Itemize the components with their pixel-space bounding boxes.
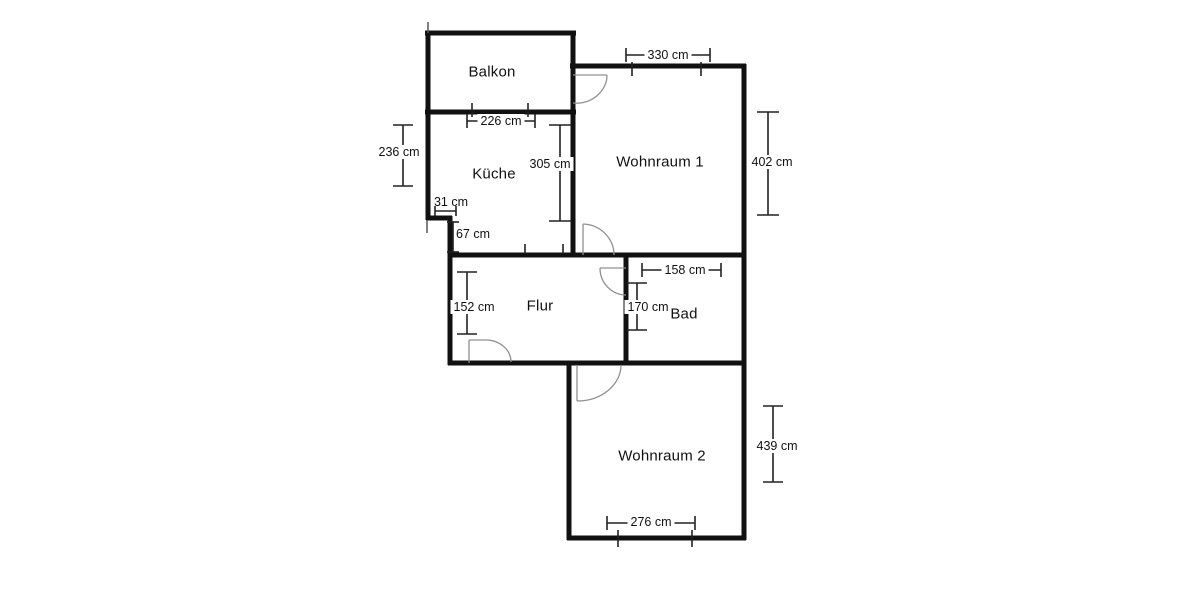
dim-line-305: [549, 124, 571, 222]
dim-label-226: 226 cm: [477, 114, 525, 128]
dim-label-31: 31 cm: [433, 195, 469, 209]
door-entrance-flur: [468, 339, 512, 363]
dim-label-305: 305 cm: [526, 157, 574, 171]
dim-label-276: 276 cm: [627, 515, 675, 529]
dim-label-158: 158 cm: [661, 263, 709, 277]
dim-label-170: 170 cm: [624, 300, 672, 314]
dim-label-330: 330 cm: [644, 48, 692, 62]
door-balkon-wohnraum1: [572, 74, 608, 104]
witness-ticks-flur-top: [524, 244, 564, 254]
door-wohnraum2: [576, 364, 622, 402]
door-wohnraum1: [582, 223, 615, 256]
door-swings-layer: [468, 74, 627, 402]
dim-label-67: 67 cm: [455, 227, 491, 241]
dim-line-67: [447, 221, 459, 253]
room-label-balkon: Balkon: [468, 63, 516, 81]
dim-label-152: 152 cm: [450, 300, 498, 314]
room-label-bad: Bad: [670, 305, 698, 323]
dim-label-402: 402 cm: [748, 155, 796, 169]
wall-overshoots: [426, 22, 429, 233]
room-label-flur: Flur: [526, 297, 554, 315]
door-bad: [599, 267, 627, 296]
dim-line-31: [434, 206, 457, 216]
walls-layer: [425, 30, 747, 541]
room-label-wohnraum-1: Wohnraum 1: [616, 153, 704, 171]
room-label-wohnraum-2: Wohnraum 2: [618, 447, 706, 465]
room-label-kueche: Küche: [472, 165, 516, 183]
dim-label-236: 236 cm: [375, 145, 423, 159]
dim-label-439: 439 cm: [753, 439, 801, 453]
